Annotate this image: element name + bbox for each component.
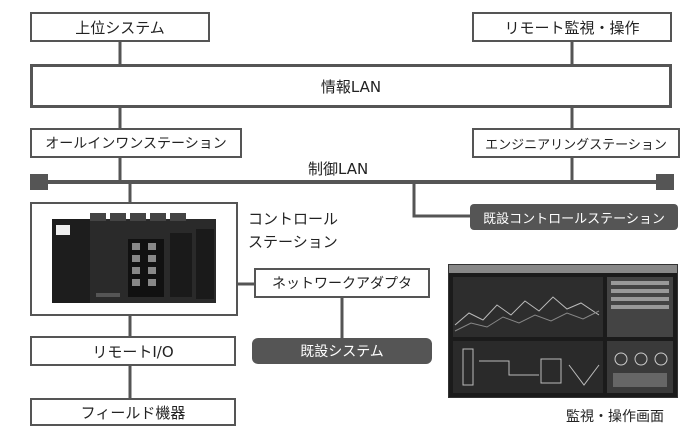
all-in-one-station-box: オールインワンステーション	[30, 128, 242, 158]
ctrllan-right-terminator	[656, 174, 674, 190]
existing-system-box: 既設システム	[252, 338, 432, 364]
existing-system-label: 既設システム	[300, 344, 384, 360]
network-adapter-box: ネットワークアダプタ	[254, 268, 430, 298]
field-devices-label: フィールド機器	[80, 403, 186, 422]
existing-control-station-box: 既設コントロールステーション	[470, 204, 678, 230]
line-ctrllan-to-existing-station	[412, 182, 470, 218]
ctrllan-left-terminator	[30, 174, 48, 190]
existing-control-station-label: 既設コントロールステーション	[483, 211, 665, 227]
info-lan-band: 情報LAN	[30, 64, 672, 108]
engineering-station-box: エンジニアリングステーション	[472, 128, 680, 158]
screen-caption: 監視・操作画面	[566, 409, 664, 425]
control-station-label-line1: コントロール	[248, 210, 339, 228]
engineering-station-label: エンジニアリングステーション	[485, 137, 667, 153]
control-lan-label: 制御LAN	[308, 160, 369, 178]
remote-io-label: リモートI/O	[92, 342, 174, 361]
controller-box	[30, 202, 238, 316]
network-adapter-label: ネットワークアダプタ	[272, 276, 412, 292]
info-lan-label: 情報LAN	[320, 77, 382, 96]
upper-system-label: 上位システム	[75, 18, 165, 37]
controller-hardware-image	[52, 213, 216, 303]
field-devices-box: フィールド機器	[30, 398, 236, 426]
monitoring-screen-image	[448, 264, 678, 398]
remote-io-box: リモートI/O	[30, 336, 236, 366]
remote-monitoring-box: リモート監視・操作	[472, 12, 672, 42]
remote-monitoring-label: リモート監視・操作	[504, 18, 640, 37]
control-station-label-line2: ステーション	[248, 233, 338, 251]
upper-system-box: 上位システム	[30, 12, 210, 42]
all-in-one-station-label: オールインワンステーション	[45, 136, 227, 152]
